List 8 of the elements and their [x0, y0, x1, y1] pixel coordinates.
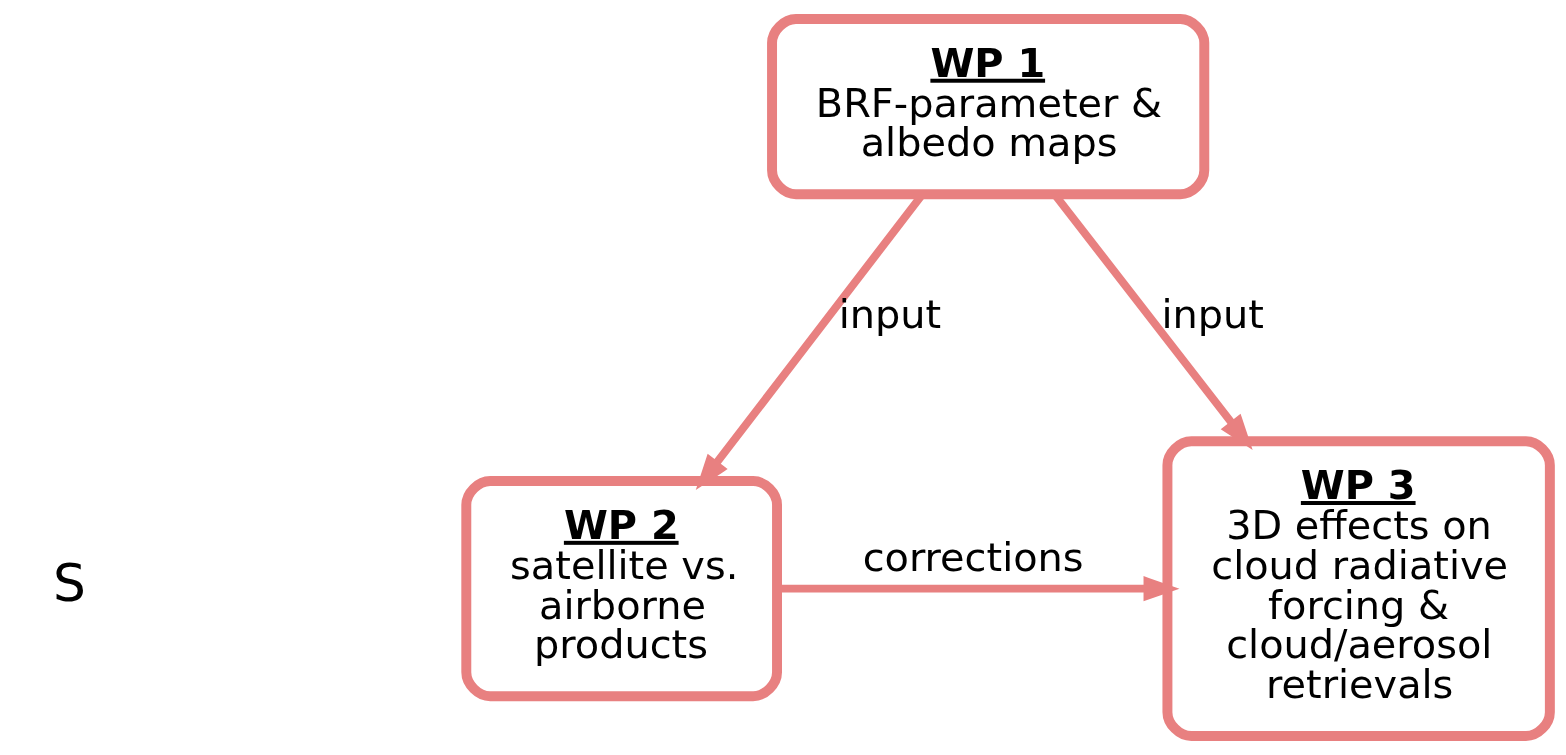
arrow — [777, 576, 1180, 602]
node-box: WP 2 satellite vs. airborne products — [461, 476, 782, 702]
edge-label: input — [838, 290, 942, 337]
edge-label: corrections — [862, 533, 1084, 580]
node-box: WP 3 3D effects on cloud radiative forcing & cloud/aerosol retrievals — [1162, 436, 1555, 741]
edge-label: input — [1161, 290, 1264, 337]
node-box: WP 1 BRF-parameter & albedo maps — [767, 14, 1210, 200]
label: S — [52, 553, 86, 614]
